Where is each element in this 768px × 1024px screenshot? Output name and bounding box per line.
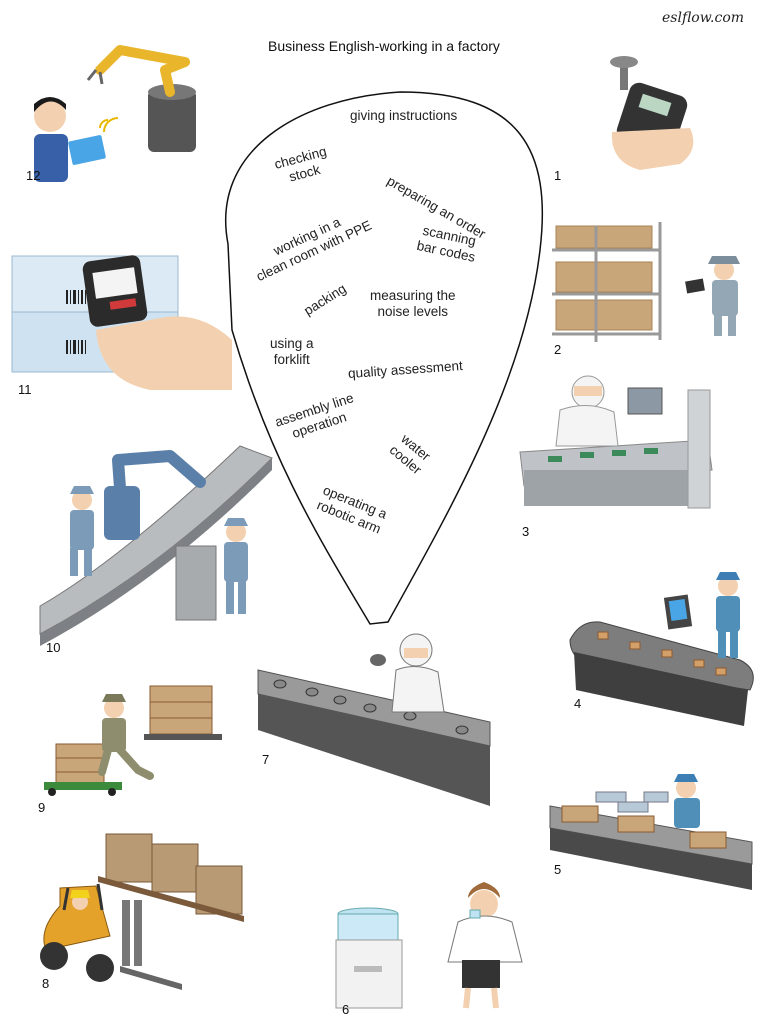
number-3: 3 — [522, 524, 530, 539]
number-11: 11 — [18, 382, 32, 397]
number-6: 6 — [342, 1002, 350, 1017]
number-12: 12 — [26, 168, 41, 183]
number-4: 4 — [574, 696, 582, 711]
word-measuring-line2: noise levels — [377, 304, 449, 319]
word-forklift-line2: forklift — [273, 352, 310, 367]
number-1: 1 — [554, 168, 562, 183]
word-using-forklift: using a forklift — [270, 336, 314, 368]
number-7: 7 — [262, 752, 270, 767]
number-9: 9 — [38, 800, 46, 815]
word-forklift-line1: using a — [270, 336, 314, 351]
word-measuring-noise: measuring the noise levels — [370, 288, 456, 320]
number-5: 5 — [554, 862, 562, 877]
page-title: Business English-working in a factory — [268, 38, 500, 54]
site-brand: eslflow.com — [662, 10, 745, 26]
number-10: 10 — [46, 640, 61, 655]
word-measuring-line1: measuring the — [370, 288, 456, 303]
number-8: 8 — [42, 976, 50, 991]
number-2: 2 — [554, 342, 562, 357]
word-giving-instructions: giving instructions — [350, 108, 458, 123]
